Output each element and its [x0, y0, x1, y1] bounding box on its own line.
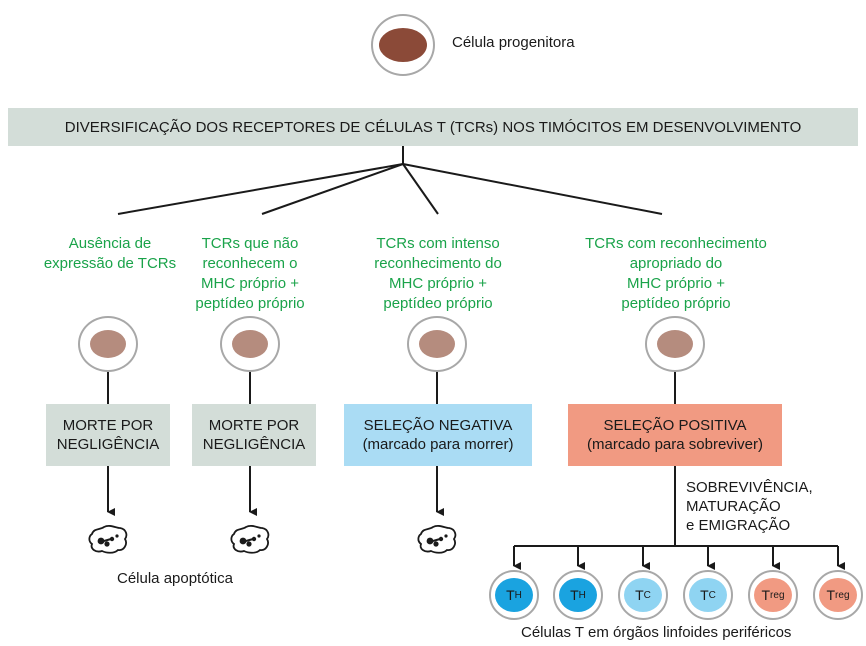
thymocyte-nucleus [232, 330, 268, 358]
apoptotic-cell-icon [417, 524, 457, 554]
thymocyte-nucleus [657, 330, 693, 358]
fan-line-1 [117, 163, 404, 215]
fan-line-3 [402, 163, 439, 215]
diversification-banner: DIVERSIFICAÇÃO DOS RECEPTORES DE CÉLULAS… [8, 108, 858, 146]
apoptotic-label: Célula apoptótica [117, 570, 233, 587]
peripheral-label: Células T em órgãos linfoides periférico… [521, 624, 792, 641]
fan-line-4 [402, 163, 663, 215]
positive-selection-box: SELEÇÃO POSITIVA(marcado para sobreviver… [568, 404, 782, 466]
thymocyte-cell-2 [220, 316, 280, 372]
apoptotic-cell-icon [88, 524, 128, 554]
apoptotic-cell-icon [230, 524, 270, 554]
progenitor-nucleus [379, 28, 427, 62]
thymocyte-nucleus [90, 330, 126, 358]
thymocyte-cell-3 [407, 316, 467, 372]
survival-text: SOBREVIVÊNCIA, MATURAÇÃO e EMIGRAÇÃO [686, 479, 813, 534]
fan-line-2 [261, 163, 404, 215]
negative-selection-box: SELEÇÃO NEGATIVA(marcado para morrer) [344, 404, 532, 466]
thymocyte-nucleus [419, 330, 455, 358]
progenitor-label: Célula progenitora [452, 34, 575, 51]
thymocyte-cell-4 [645, 316, 705, 372]
thymocyte-cell-1 [78, 316, 138, 372]
progenitor-cell [371, 14, 435, 76]
